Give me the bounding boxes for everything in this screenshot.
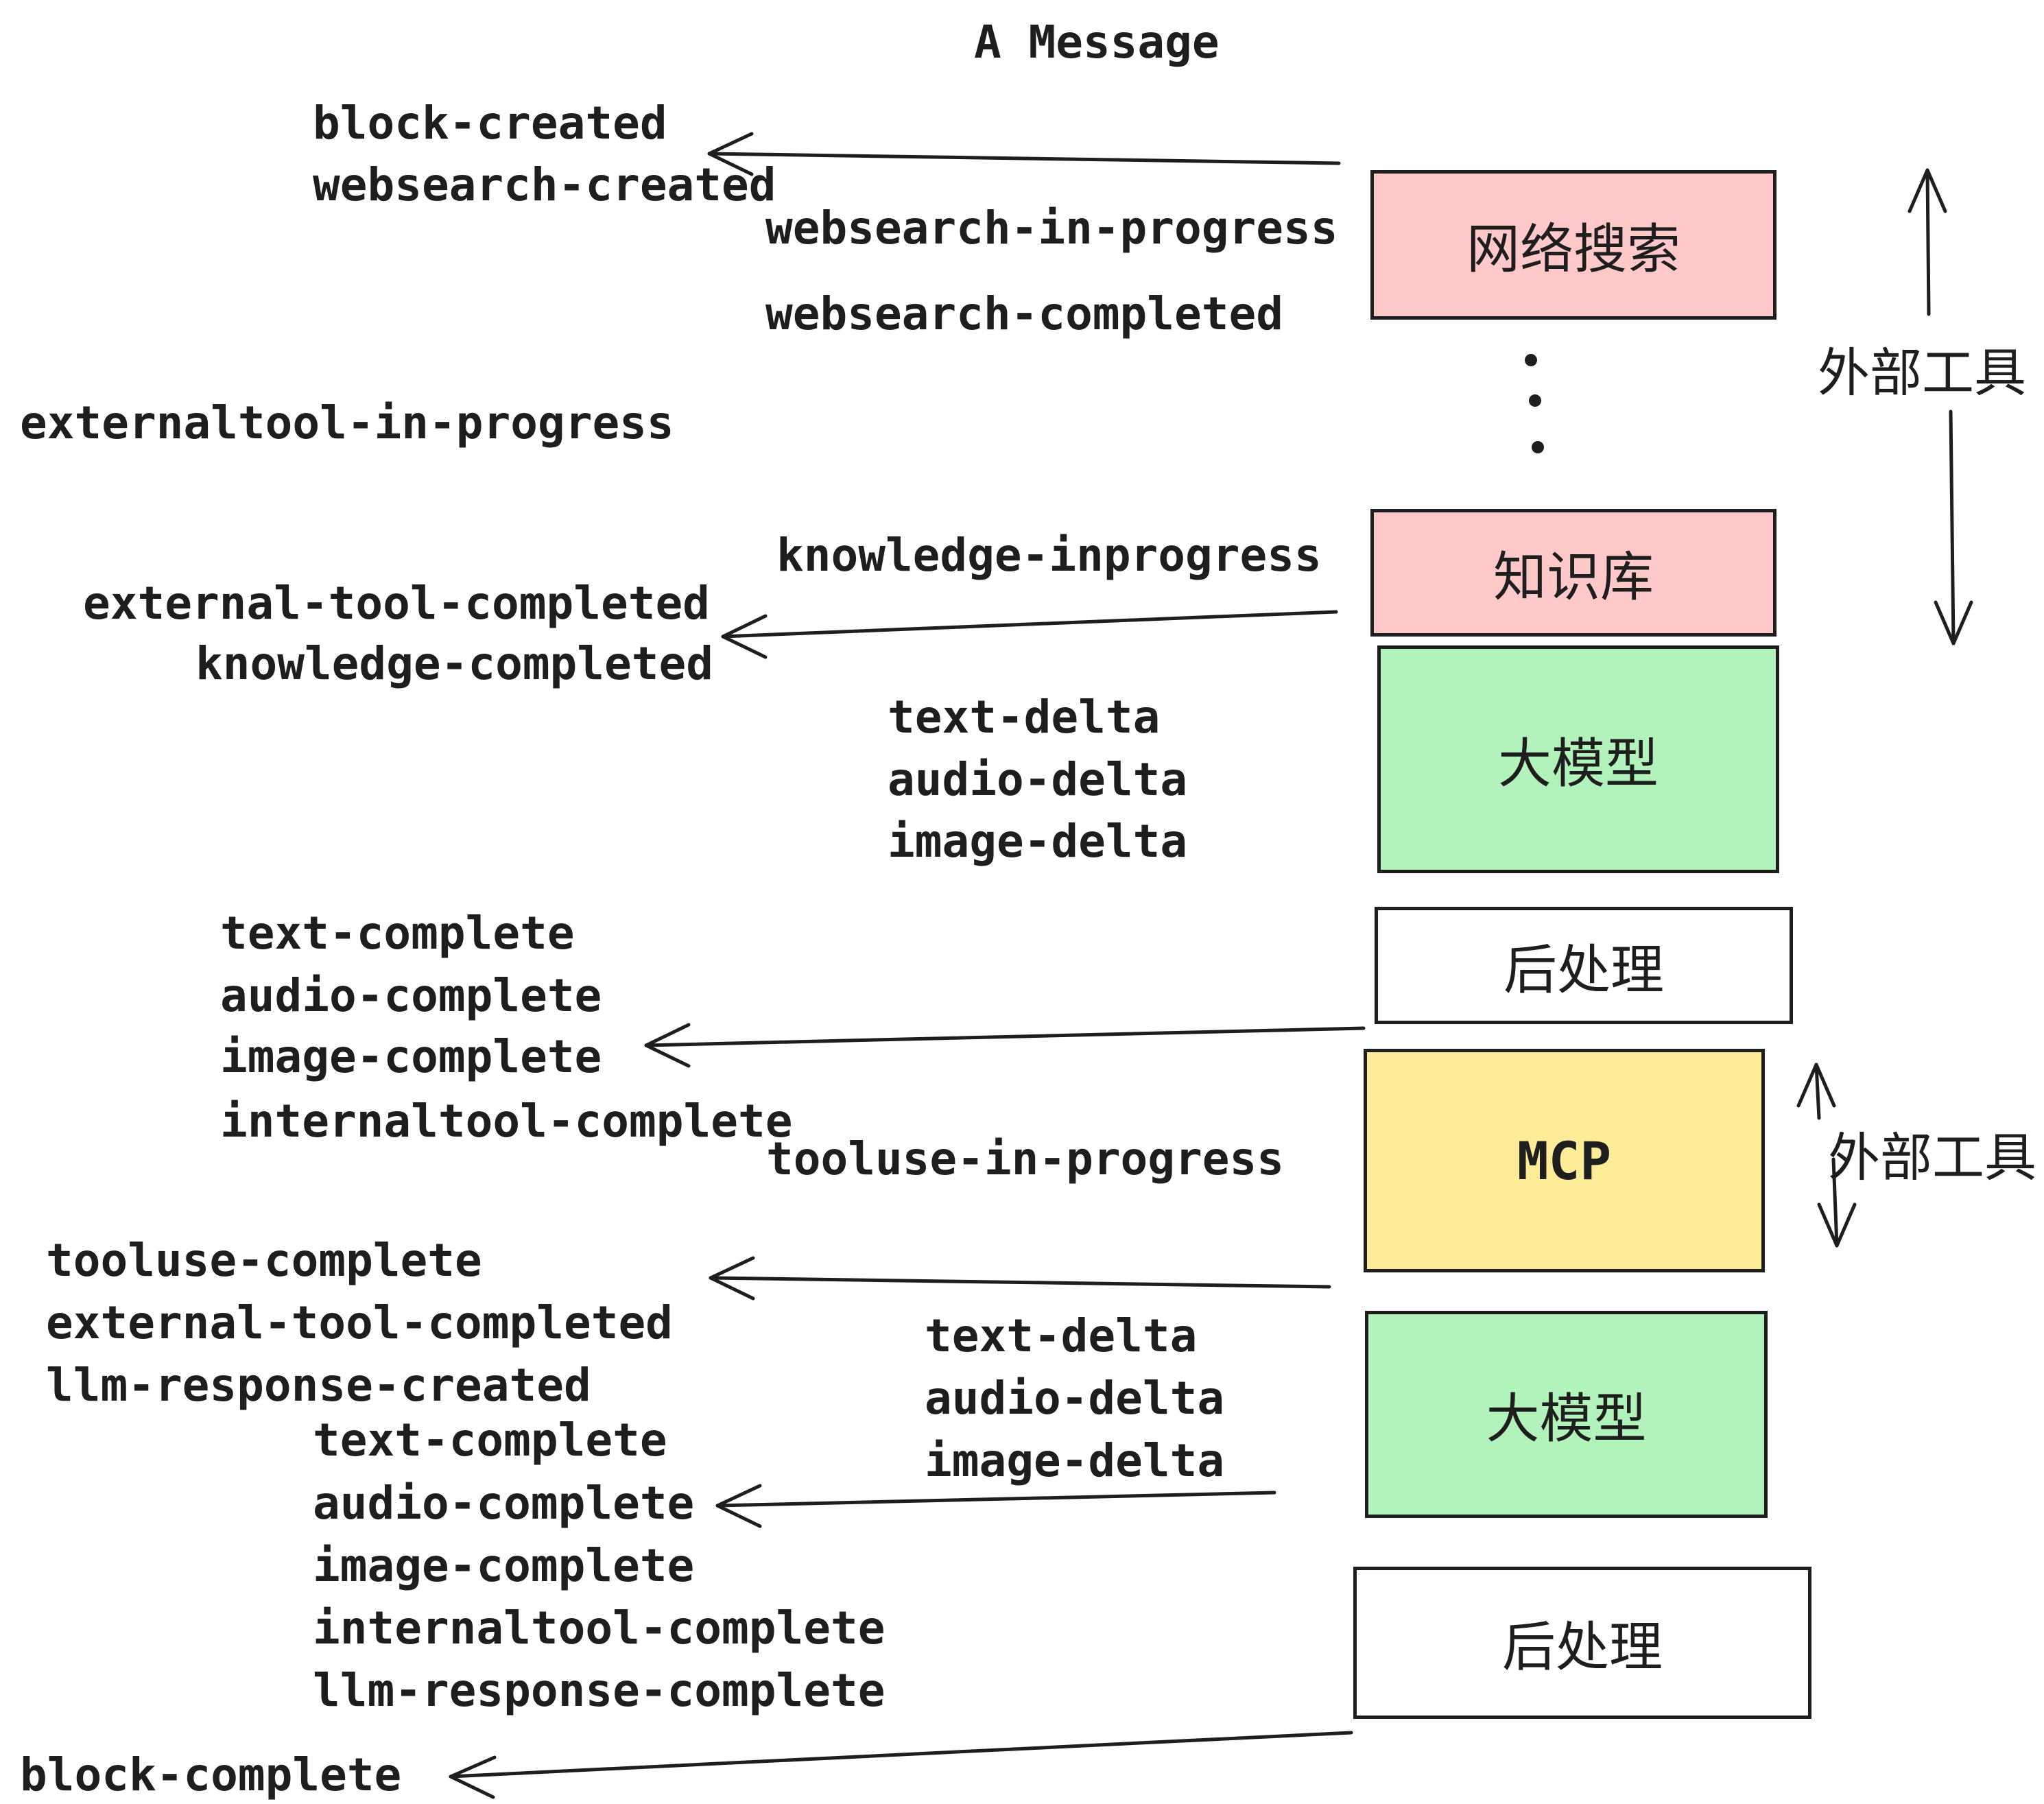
box-mcp: MCP <box>1364 1049 1765 1272</box>
box-knowledge-label: 知识库 <box>1493 547 1654 608</box>
box-websearch-label: 网络搜索 <box>1466 219 1680 281</box>
event-image-complete-1: image-complete <box>220 1030 602 1083</box>
arrow-knowledge-to-completed <box>721 610 1338 659</box>
event-websearch-completed: websearch-completed <box>765 287 1283 340</box>
event-websearch-created: websearch-created <box>313 158 776 211</box>
event-knowledge-inprogress: knowledge-inprogress <box>776 529 1322 582</box>
event-image-complete-2: image-complete <box>313 1539 695 1592</box>
event-audio-delta-1: audio-delta <box>888 753 1188 806</box>
event-text-delta-1: text-delta <box>888 691 1161 744</box>
event-externaltool-in-progress: externaltool-in-progress <box>20 396 674 449</box>
external-tool-top-label: 外部工具 <box>1818 342 2026 403</box>
event-audio-delta-2: audio-delta <box>925 1372 1225 1425</box>
ellipsis-dots <box>1525 354 1544 453</box>
box-postprocess-1-label: 后处理 <box>1503 939 1664 1001</box>
box-websearch: 网络搜索 <box>1370 170 1776 320</box>
external-tool-bottom-label: 外部工具 <box>1828 1127 2036 1188</box>
event-llm-response-complete: llm-response-complete <box>313 1664 886 1717</box>
page-title: A Message <box>974 16 1220 69</box>
event-audio-complete-2: audio-complete <box>313 1477 695 1530</box>
box-llm-1: 大模型 <box>1377 645 1779 873</box>
event-knowledge-completed: knowledge-completed <box>195 637 713 690</box>
box-llm-2: 大模型 <box>1365 1311 1768 1518</box>
event-block-complete: block-complete <box>20 1748 402 1801</box>
event-text-delta-2: text-delta <box>925 1309 1198 1362</box>
box-mcp-label: MCP <box>1517 1130 1612 1191</box>
event-text-complete-2: text-complete <box>313 1414 667 1467</box>
external-tool-top-down-arrow <box>1934 410 1973 645</box>
event-tooluse-complete: tooluse-complete <box>46 1234 482 1287</box>
event-llm-response-created: llm-response-created <box>46 1359 591 1412</box>
event-websearch-in-progress: websearch-in-progress <box>765 202 1338 254</box>
box-llm-2-label: 大模型 <box>1486 1388 1647 1450</box>
external-tool-top-up-arrow <box>1908 168 1947 316</box>
event-image-delta-1: image-delta <box>888 815 1188 868</box>
event-block-created: block-created <box>313 97 667 150</box>
external-tool-bottom-up-arrow <box>1796 1063 1836 1120</box>
box-postprocess-2-label: 后处理 <box>1501 1617 1663 1678</box>
box-knowledge: 知识库 <box>1370 509 1776 637</box>
event-audio-complete-1: audio-complete <box>220 969 602 1022</box>
event-text-complete-1: text-complete <box>220 907 575 960</box>
box-postprocess-1: 后处理 <box>1375 907 1793 1024</box>
arrow-postprocess-to-complete <box>644 1023 1366 1068</box>
arrow-mcp-to-toolusecomplete <box>709 1256 1331 1301</box>
event-external-tool-completed-2: external-tool-completed <box>46 1296 673 1349</box>
event-external-tool-completed-1: external-tool-completed <box>83 577 710 630</box>
event-image-delta-2: image-delta <box>925 1434 1225 1487</box>
arrow-websearch-to-created <box>707 132 1341 176</box>
event-internaltool-complete-2: internaltool-complete <box>313 1602 886 1654</box>
arrow-postprocess2-to-blockcomplete <box>449 1731 1353 1799</box>
box-postprocess-2: 后处理 <box>1353 1567 1811 1719</box>
event-tooluse-in-progress: tooluse-in-progress <box>766 1132 1284 1185</box>
event-internaltool-complete-1: internaltool-complete <box>220 1095 793 1148</box>
box-llm-1-label: 大模型 <box>1497 733 1659 795</box>
